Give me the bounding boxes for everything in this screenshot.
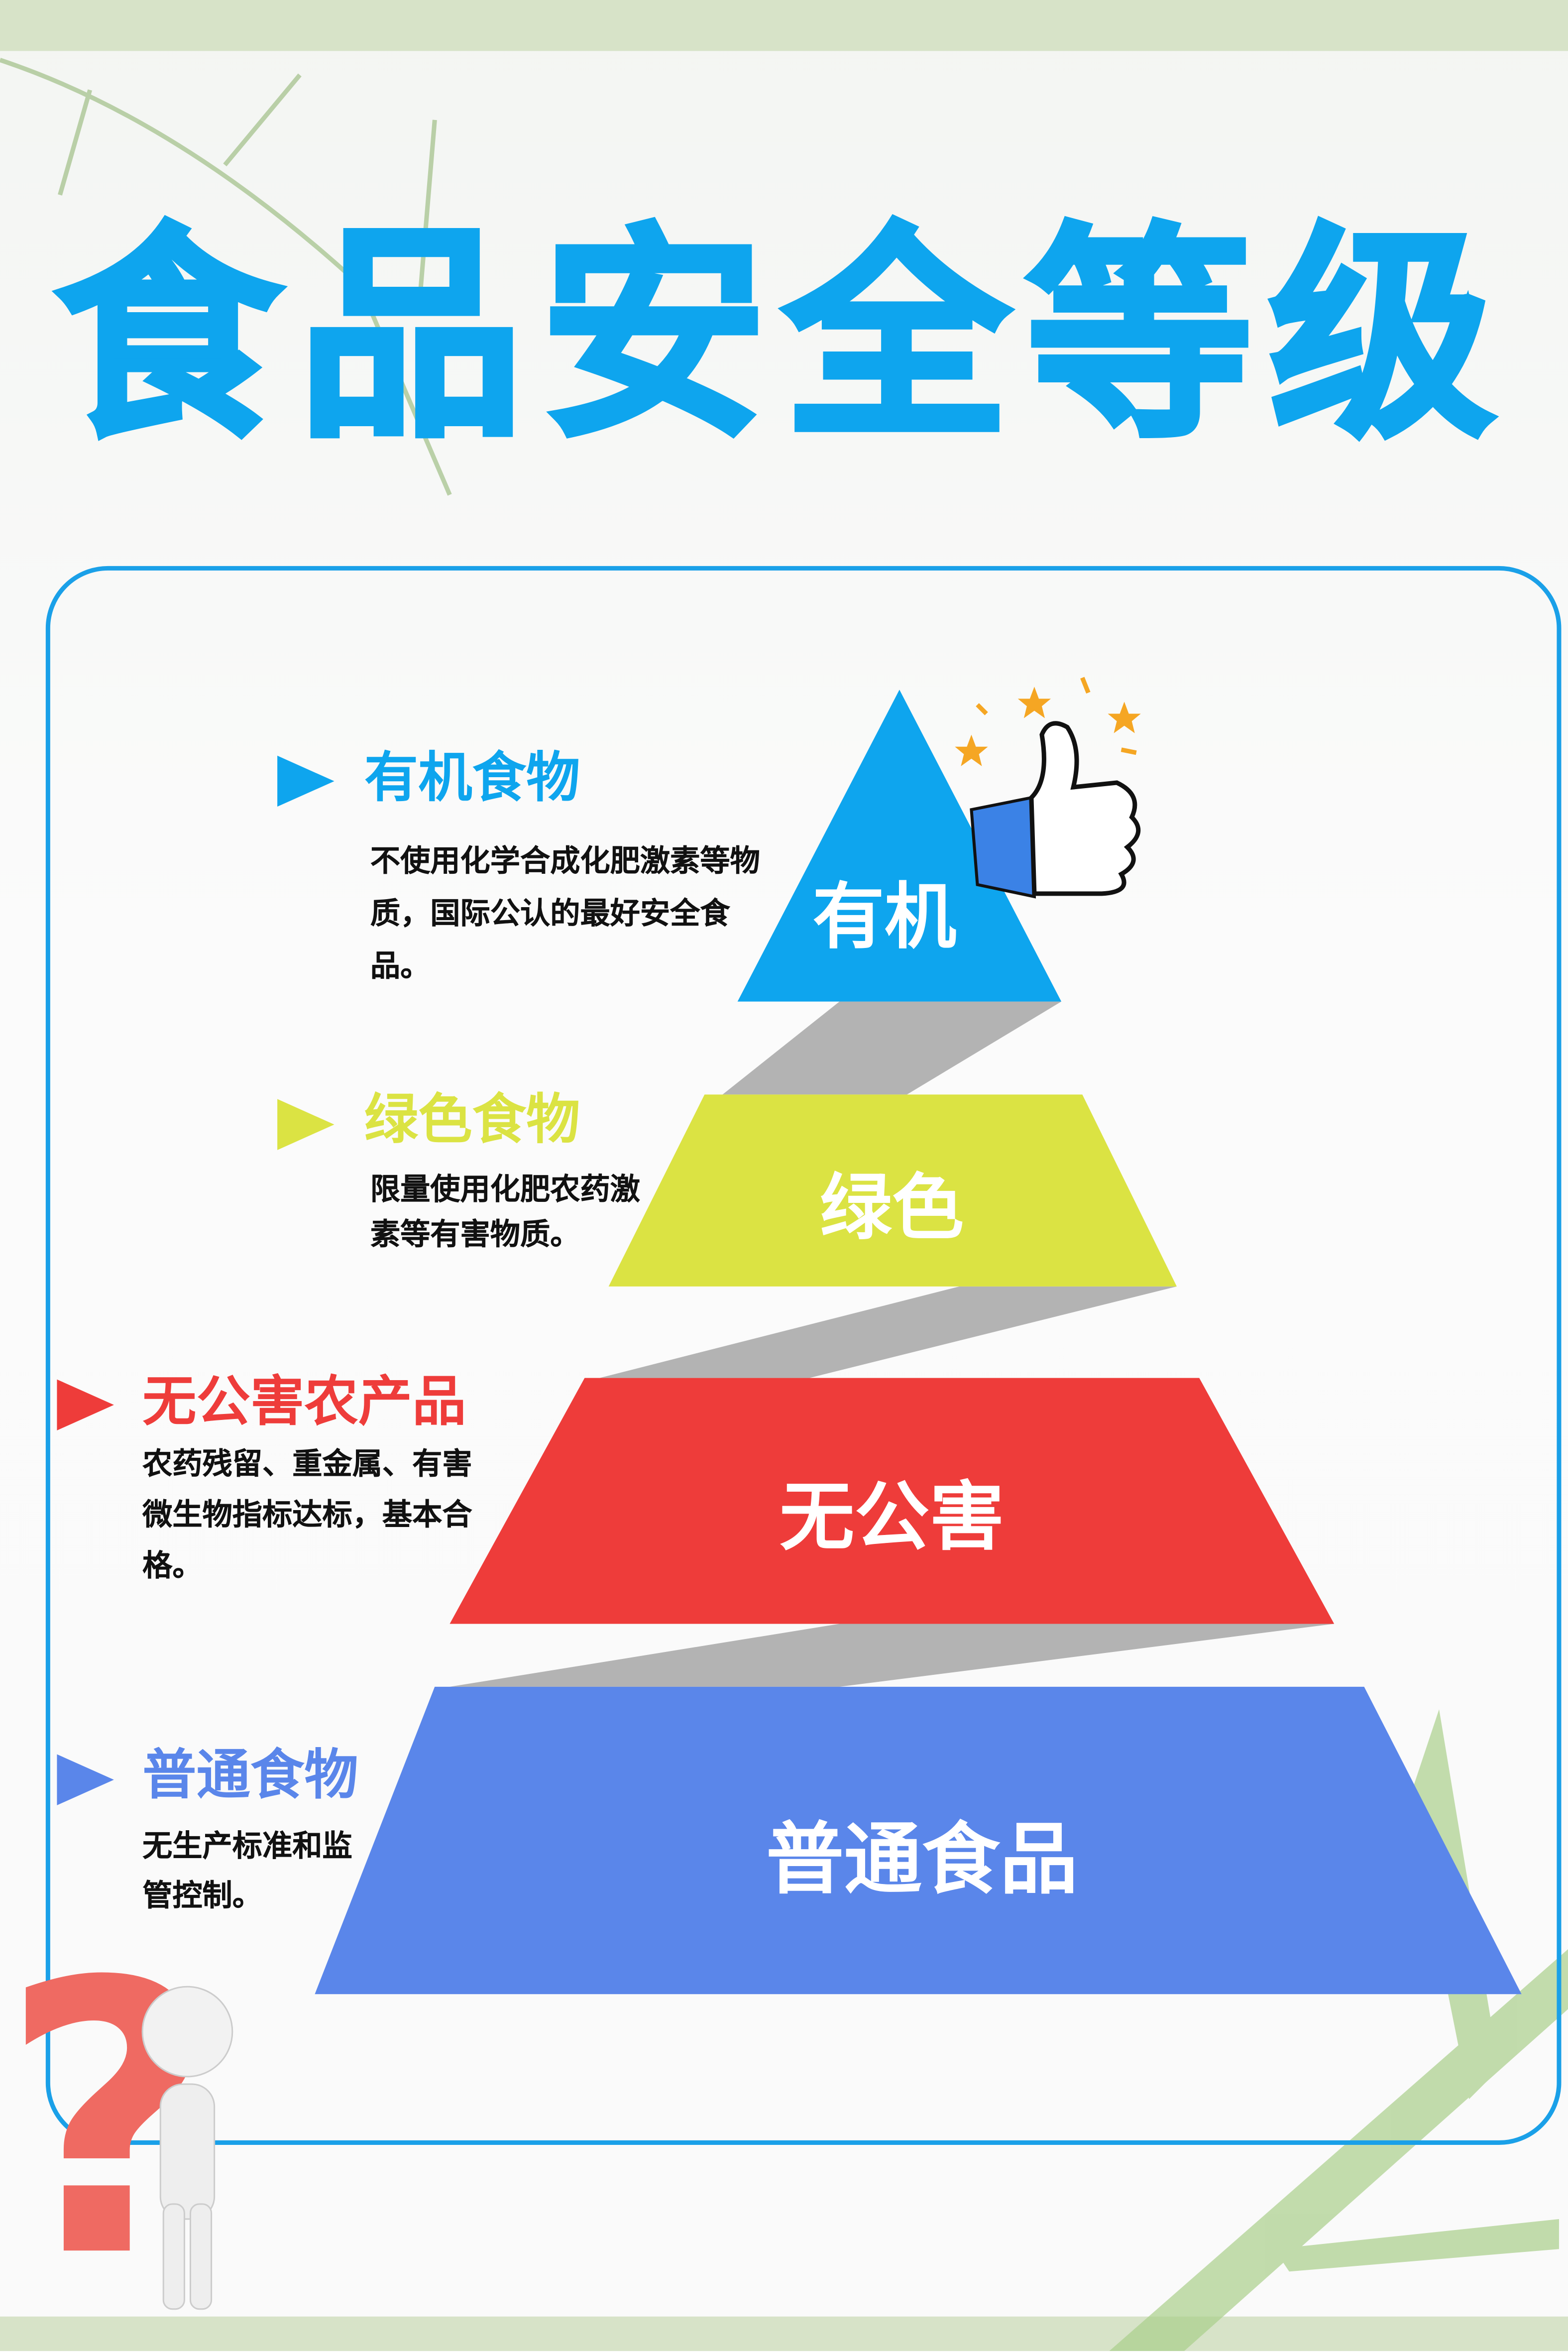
content-frame [45, 566, 1562, 2145]
tier-pollution-free [449, 1378, 1335, 1624]
top-band [0, 0, 1568, 51]
bottom-band [0, 2316, 1568, 2352]
sparkle-stars-icon [955, 677, 1141, 766]
level-description-pollution-free: 农药残留、重金属、有害微生物指标达标，基本合格。 [142, 1445, 472, 1584]
level-description-green: 限量使用化肥农药激素等有害物质。 [370, 1171, 640, 1252]
marker-triangle-icon [57, 1754, 114, 1805]
shadow-band [599, 1286, 1177, 1378]
branch-decor [0, 58, 452, 496]
marker-triangle-icon [277, 755, 335, 807]
level-heading-organic: 有机食物 [364, 748, 580, 810]
level-heading-pollution-free: 无公害农产品 [142, 1372, 466, 1433]
tier-green [608, 1094, 1177, 1287]
tier-label-green: 绿色 [820, 1166, 964, 1251]
tier-label-pollution-free: 无公害 [779, 1474, 1005, 1561]
tier-organic [737, 690, 1062, 1002]
shadow-band [449, 1624, 1335, 1687]
level-heading-ordinary: 普通食物 [142, 1745, 358, 1807]
pyramid [315, 690, 1522, 1995]
tier-ordinary [315, 1686, 1522, 1995]
page-title: 食品安全等级 [52, 207, 1513, 468]
level-description-ordinary: 无生产标准和监管控制。 [142, 1828, 352, 1913]
tier-label-organic: 有机 [812, 875, 957, 960]
shadow-band [722, 1001, 1062, 1095]
marker-triangle-icon [277, 1099, 335, 1150]
marker-triangle-icon [57, 1379, 114, 1430]
level-description-organic: 不使用化学合成化肥激素等物质，国际公认的最好安全食品。 [370, 842, 760, 984]
level-heading-green: 绿色食物 [364, 1090, 580, 1152]
thinking-figure-icon [141, 1986, 233, 2310]
thumbs-up-icon [970, 721, 1141, 899]
tier-label-ordinary: 普通食品 [766, 1815, 1078, 1906]
